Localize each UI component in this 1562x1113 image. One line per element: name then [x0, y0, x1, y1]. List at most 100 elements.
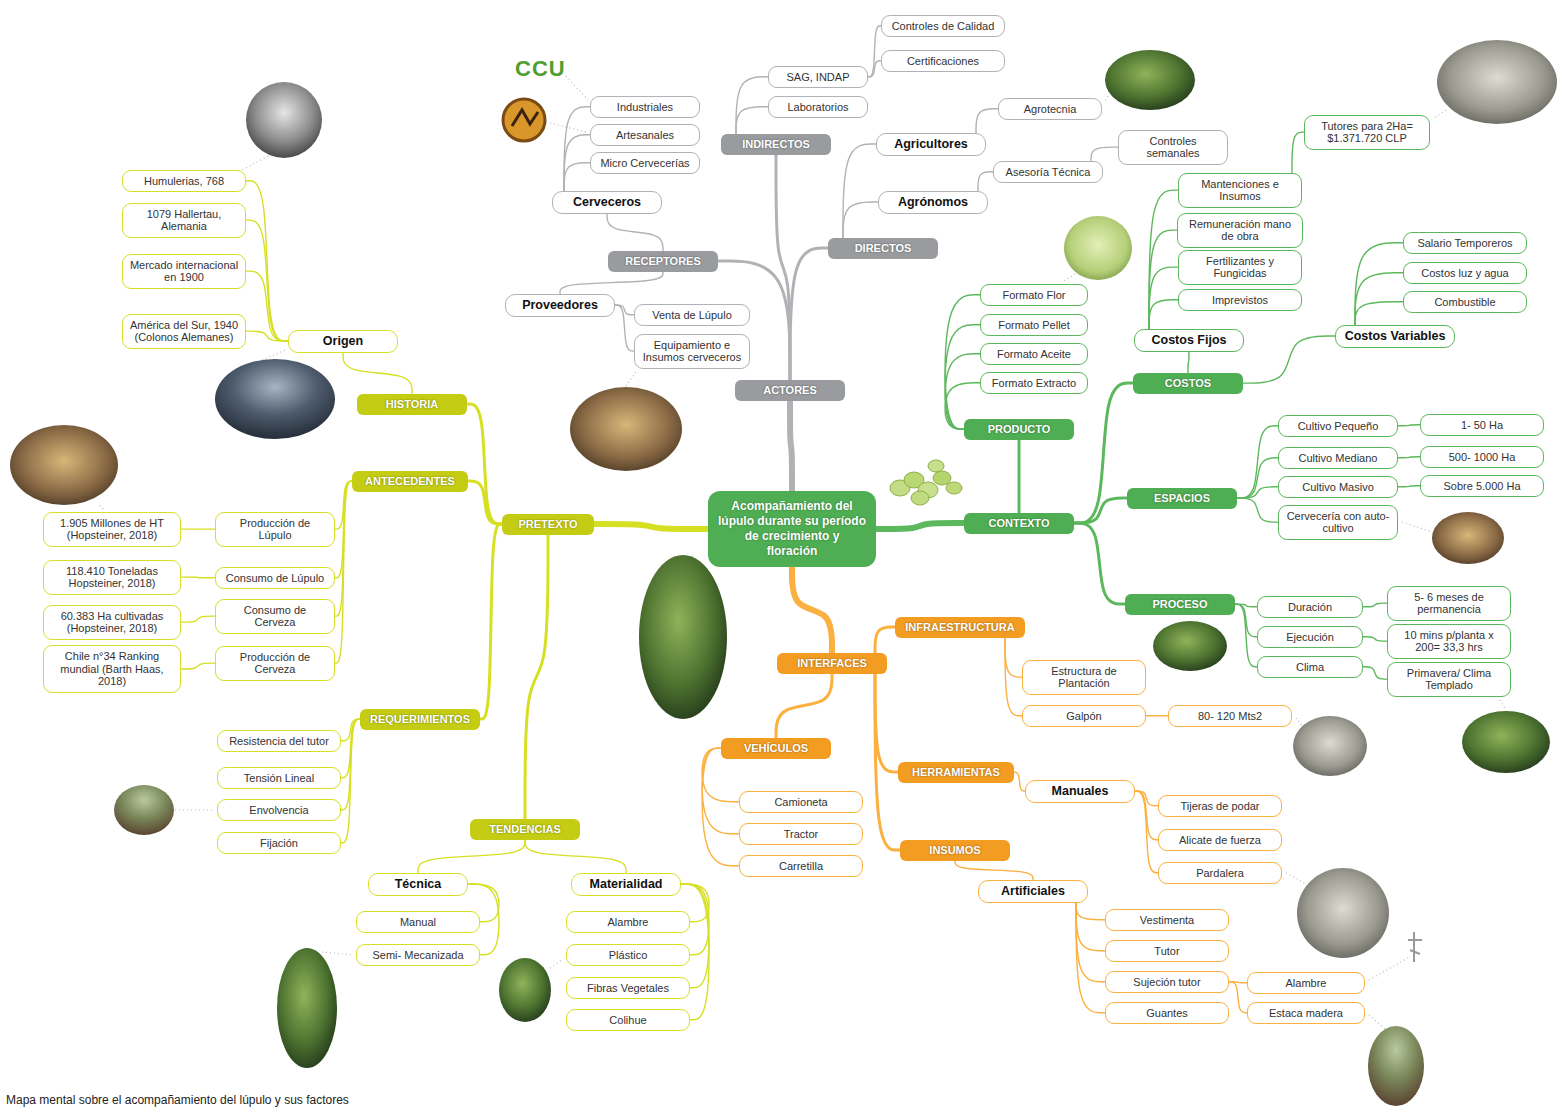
node-text: Ejecución: [1264, 631, 1356, 644]
central-topic: Acompañamiento del lúpulo durante su per…: [708, 491, 876, 567]
leaf-box: Estaca madera: [1247, 1002, 1365, 1025]
node-text: Costos Variables: [1344, 329, 1446, 344]
leaf-box: Consumo de Cerveza: [215, 599, 335, 634]
node-text: Artificiales: [987, 884, 1079, 899]
leaf-box: Resistencia del tutor: [217, 730, 341, 753]
branch-connector: [1135, 791, 1158, 873]
branch-connector: [1398, 457, 1420, 458]
branch-connector: [1237, 487, 1278, 498]
branch-connector: [790, 248, 828, 379]
branch-label: REQUERIMIENTOS: [360, 709, 480, 730]
leaf-box: Semi- Mecanizada: [356, 944, 480, 967]
node-text: Cultivo Mediano: [1285, 452, 1391, 465]
node-text: Guantes: [1112, 1007, 1222, 1020]
branch-label: PROCESO: [1125, 594, 1235, 615]
leaf-box: Alambre: [566, 911, 690, 934]
branch-connector: [1235, 604, 1257, 667]
leaf-box: 5- 6 meses de permanencia: [1387, 586, 1511, 621]
branch-connector: [1076, 903, 1105, 951]
branch-connector: [681, 884, 709, 988]
leaf-box: Camioneta: [739, 791, 863, 814]
leader-line: [1062, 274, 1075, 282]
leaf-box: Producción de Lúpulo: [215, 512, 335, 547]
node-text: PRETEXTO: [508, 518, 588, 531]
branch-connector: [1355, 243, 1403, 325]
branch-connector: [736, 107, 768, 134]
node-text: DIRECTOS: [834, 242, 932, 255]
node-text: Sujeción tutor: [1112, 976, 1222, 989]
node-text: Micro Cervecerías: [597, 157, 693, 170]
branch-connector: [1398, 486, 1420, 487]
node-text: Costos luz y agua: [1410, 267, 1520, 280]
branch-connector: [246, 331, 288, 341]
branch-connector: [1076, 903, 1105, 982]
branch-connector: [181, 528, 215, 529]
leaf-box: Cultivo Pequeño: [1278, 415, 1398, 438]
node-text: Estaca madera: [1254, 1007, 1358, 1020]
leaf-box: 500- 1000 Ha: [1420, 446, 1544, 469]
node-text: Clima: [1264, 661, 1356, 674]
node-text: Industriales: [597, 101, 693, 114]
photo-workers: [10, 425, 118, 505]
node-text: Alambre: [1254, 977, 1358, 990]
node-text: 60.383 Ha cultivadas (Hopsteiner, 2018): [50, 610, 174, 635]
node-text: Pardalera: [1165, 867, 1275, 880]
leaf-box: Fibras Vegetales: [566, 977, 690, 1000]
leader-line: [626, 372, 636, 386]
leader-line: [262, 350, 286, 360]
leaf-box: Duración: [1257, 596, 1363, 619]
node-text: 118.410 Toneladas Hopsteiner, 2018): [50, 565, 174, 590]
photo-trellis: [1437, 40, 1557, 124]
branch-connector: [525, 535, 548, 819]
branch-connector: [560, 272, 663, 294]
node-text: Cultivo Pequeño: [1285, 420, 1391, 433]
node-text: Envolvencia: [224, 804, 334, 817]
leaf-box: Producción de Cerveza: [215, 646, 335, 681]
node-text: Cultivo Masivo: [1285, 481, 1391, 494]
node-text: Certificaciones: [888, 55, 998, 68]
brewery-logo-mark: [512, 110, 538, 126]
leaf-box: Tijeras de podar: [1158, 795, 1282, 818]
node-text: INDIRECTOS: [727, 138, 825, 151]
node-text: Formato Extracto: [987, 377, 1081, 390]
branch-label: INDIRECTOS: [721, 134, 831, 155]
node-text: Salario Temporeros: [1410, 237, 1520, 250]
leaf-box: Tensión Lineal: [217, 767, 341, 790]
branch-connector: [564, 107, 590, 191]
branch-connector: [1091, 147, 1118, 160]
leaf-box: Mercado internacional en 1900: [122, 254, 246, 289]
node-text: Fibras Vegetales: [573, 982, 683, 995]
node-text: Controles semanales: [1125, 135, 1221, 160]
branch-connector: [1188, 352, 1189, 373]
leaf-box: Galpón: [1022, 705, 1146, 728]
photo-stake: [1368, 1026, 1424, 1106]
leader-line: [1402, 522, 1432, 532]
node-text: Cerveceros: [561, 195, 653, 210]
branch-label: HERRAMIENTAS: [898, 762, 1014, 783]
node-text: Estructura de Plantación: [1029, 665, 1139, 690]
node-text: Tijeras de podar: [1165, 800, 1275, 813]
leaf-box: 10 mins p/planta x 200= 33,3 hrs: [1387, 624, 1511, 659]
photo-workers-plants: [1462, 711, 1550, 773]
leaf-box: Formato Aceite: [980, 343, 1088, 366]
branch-connector: [702, 748, 739, 834]
node-text: ANTECEDENTES: [358, 475, 462, 488]
node-text: Imprevistos: [1185, 294, 1295, 307]
leaf-box: Formato Pellet: [980, 314, 1088, 337]
leaf-box: SAG, INDAP: [768, 66, 868, 89]
node-text: Fijación: [224, 837, 334, 850]
branch-label: COSTOS: [1133, 373, 1243, 394]
hop-cone-illustration: [890, 460, 962, 505]
leaf-box: Primavera/ Clima Templado: [1387, 662, 1511, 697]
leaf-box: Equipamiento e Insumos cerveceros: [634, 334, 750, 369]
group-heading: Artificiales: [978, 880, 1088, 903]
node-text: Agrotecnia: [1005, 103, 1095, 116]
node-text: Laboratorios: [775, 101, 861, 114]
leaf-box: Envolvencia: [217, 799, 341, 822]
leaf-box: Clima: [1257, 656, 1363, 679]
branch-connector: [1005, 638, 1022, 716]
branch-connector: [976, 109, 998, 133]
branch-connector: [1014, 772, 1025, 791]
branch-connector: [1355, 273, 1403, 325]
node-text: SAG, INDAP: [775, 71, 861, 84]
